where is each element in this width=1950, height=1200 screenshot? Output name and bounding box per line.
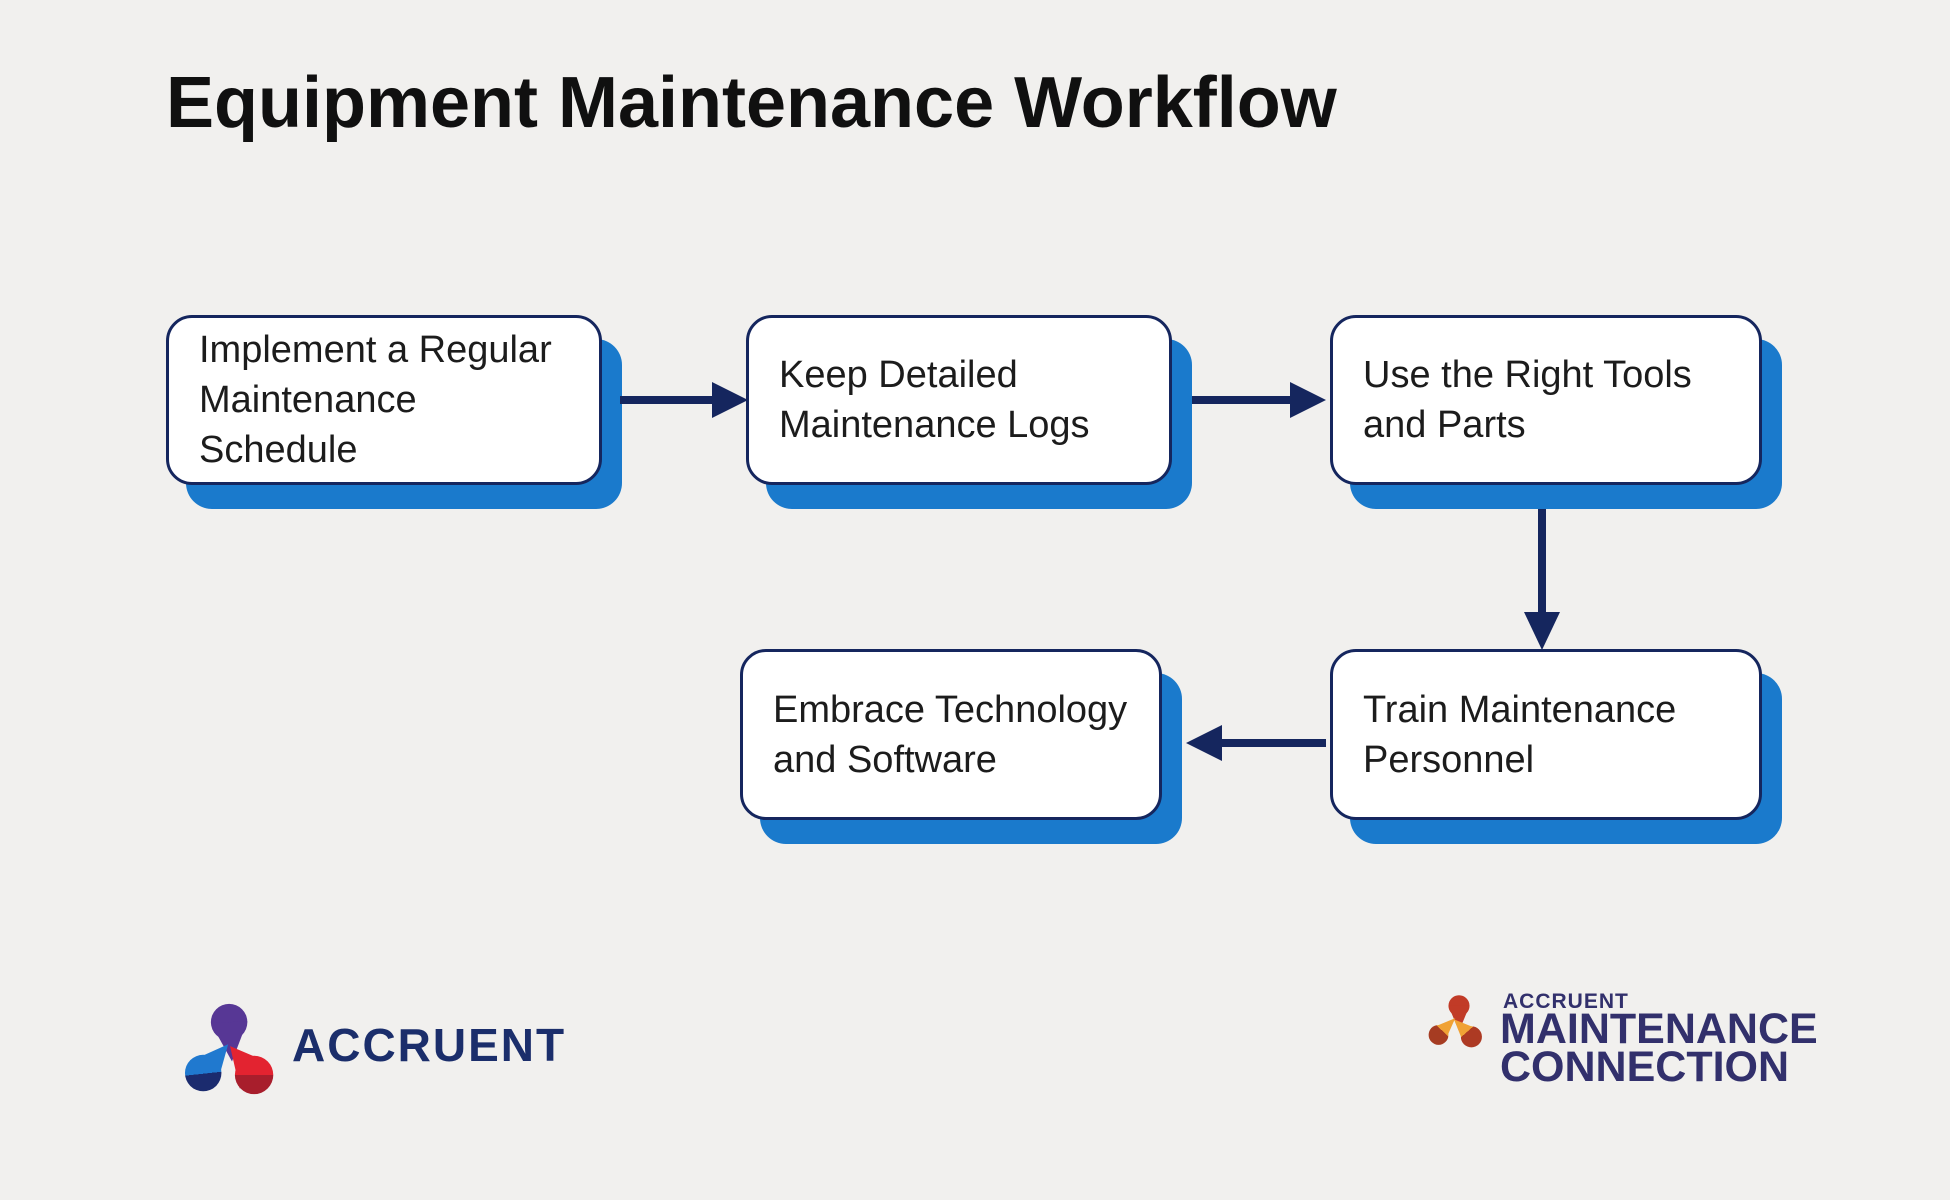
page-title: Equipment Maintenance Workflow [166,63,1337,143]
flow-step-right-tools: Use the Right Tools and Parts [1330,315,1762,485]
arrow-step3-to-step4-icon [1524,509,1560,650]
maintenance-connection-logo-icon [1428,995,1482,1048]
flow-step-train-personnel: Train Maintenance Personnel [1330,649,1762,820]
mc-red-drop [1448,995,1470,1032]
flow-step-label: Use the Right Tools and Parts [1363,354,1692,446]
accruent-wordmark: ACCRUENT [292,1019,567,1071]
arrow-step4-to-step5-icon [1186,725,1326,761]
accruent-blue-drop [184,1044,229,1092]
mc-wordmark-connection: CONNECTION [1500,1043,1790,1091]
arrow-step2-to-step3-icon [1192,382,1326,418]
flow-step-label: Keep Detailed Maintenance Logs [779,354,1090,446]
accruent-purple-drop [210,1003,248,1062]
mc-wordmark-accruent: ACCRUENT [1503,990,1629,1013]
mc-left-orange-drop [1428,1018,1456,1045]
accruent-logo-icon [184,1003,274,1095]
mc-wordmark-maintenance: MAINTENANCE [1500,1005,1818,1053]
flow-step-implement-schedule: Implement a Regular Maintenance Schedule [166,315,602,485]
flow-step-maintenance-logs: Keep Detailed Maintenance Logs [746,315,1172,485]
arrow-step1-to-step2-icon [620,382,748,418]
flow-step-label: Implement a Regular Maintenance Schedule [199,329,552,471]
accruent-red-drop [230,1046,274,1095]
flow-step-label: Embrace Technology and Software [773,688,1128,781]
flow-step-embrace-technology: Embrace Technology and Software [740,649,1162,820]
flow-step-label: Train Maintenance Personnel [1363,688,1677,781]
mc-right-orange-drop [1454,1019,1482,1048]
